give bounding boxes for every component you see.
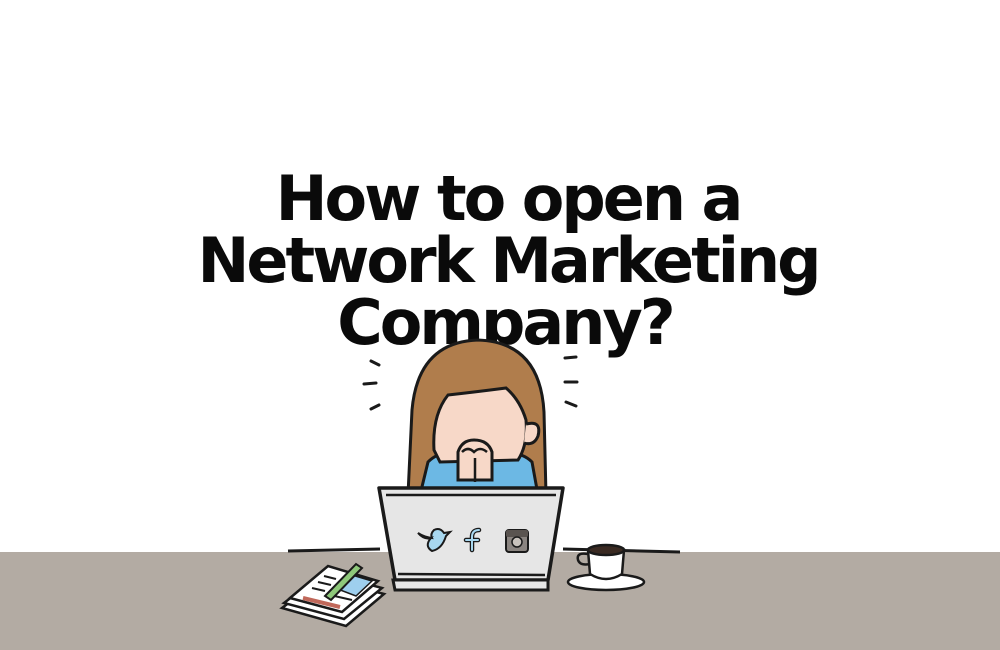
coffee-cup xyxy=(566,543,646,592)
twitter-icon xyxy=(417,528,453,553)
laptop xyxy=(377,486,565,592)
facebook-icon xyxy=(463,527,482,553)
instagram-icon xyxy=(505,529,529,553)
headline: How to open a Network Marketing Company? xyxy=(0,161,1000,359)
headline-line-3: Company? xyxy=(337,285,675,359)
headline-line-2: Network Marketing xyxy=(197,223,822,297)
papers-with-pen xyxy=(279,562,387,628)
stress-marks-icon xyxy=(362,355,579,411)
headline-line-1: How to open a xyxy=(275,161,744,235)
girl-figure xyxy=(406,338,548,497)
